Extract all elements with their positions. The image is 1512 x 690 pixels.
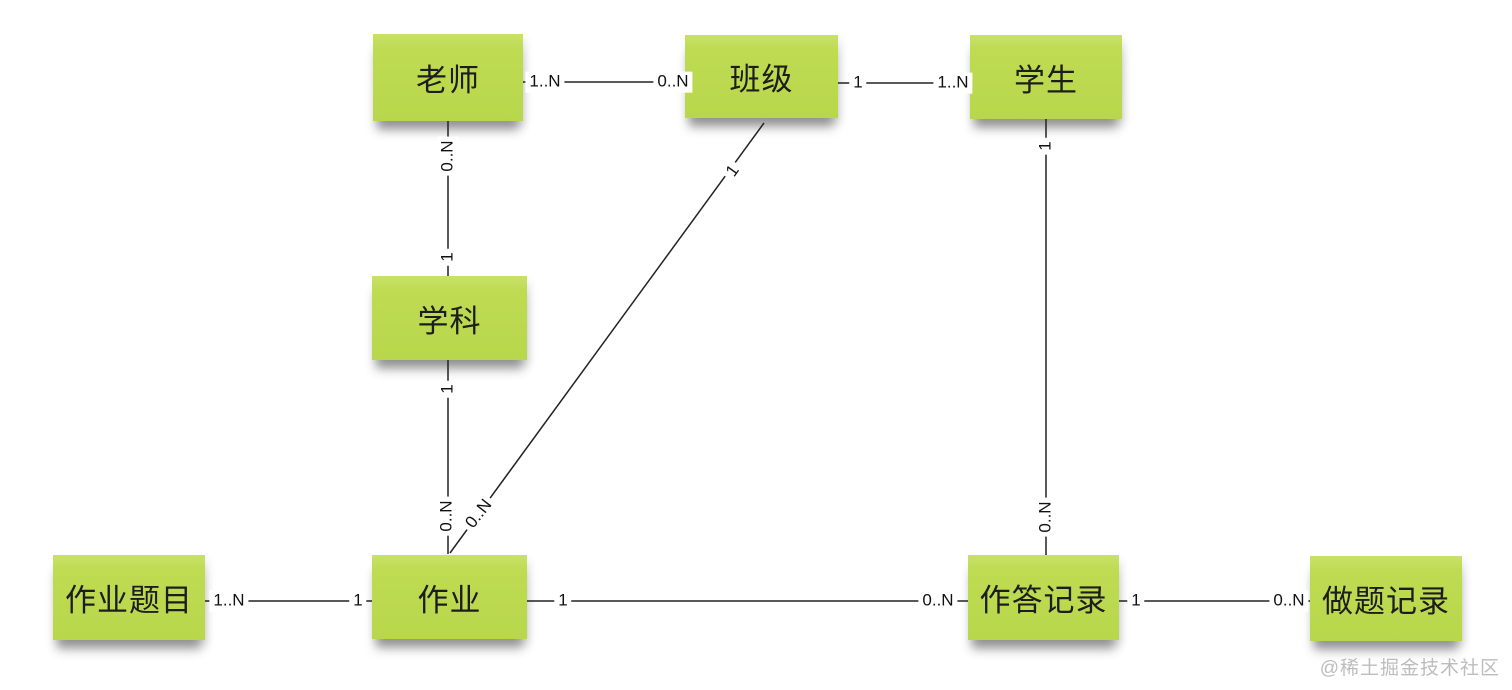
- entity-note-student[interactable]: 学生: [970, 35, 1122, 119]
- entity-note-class[interactable]: 班级: [685, 35, 838, 118]
- relation-line-class-homework: [449, 122, 765, 554]
- cardinality-student-answer-near-student: 1: [1035, 137, 1057, 155]
- entity-label-student: 学生: [1014, 62, 1078, 98]
- entity-label-homework: 作业: [417, 582, 482, 618]
- entity-note-homework[interactable]: 作业: [372, 555, 527, 639]
- entity-label-class: 班级: [729, 62, 794, 97]
- cardinality-answer-question-near-answer: 1: [1127, 590, 1145, 612]
- entity-label-answer-record: 作答记录: [979, 583, 1108, 618]
- entity-label-teacher: 老师: [416, 63, 480, 98]
- entity-note-homework-questions[interactable]: 作业题目: [53, 555, 205, 640]
- juejin-watermark: @稀土掘金技术社区: [1319, 658, 1500, 679]
- entity-note-teacher[interactable]: 老师: [373, 34, 523, 121]
- cardinality-teacher-subject-near-teacher: 0..N: [437, 136, 459, 176]
- cardinality-class-student-near-student: 1..N: [933, 72, 973, 94]
- cardinality-subject-homework-near-homework: 0..N: [436, 496, 458, 536]
- entity-note-subject[interactable]: 学科: [372, 276, 527, 360]
- entity-note-question-record[interactable]: 做题记录: [1310, 556, 1462, 641]
- cardinality-homework-answer-near-homework: 1: [554, 590, 572, 612]
- cardinality-teacher-subject-near-subject: 1: [437, 248, 459, 266]
- entity-label-question-record: 做题记录: [1322, 584, 1450, 619]
- cardinality-homework-answer-near-answer: 0..N: [918, 590, 958, 612]
- cardinality-student-answer-near-answer: 0..N: [1035, 497, 1057, 537]
- cardinality-teacher-class-near-class: 0..N: [653, 71, 693, 93]
- cardinality-questions-homework-near-homework: 1: [349, 590, 367, 612]
- cardinality-subject-homework-near-subject: 1: [437, 380, 459, 398]
- cardinality-teacher-class-near-teacher: 1..N: [525, 71, 565, 93]
- entity-label-homework-questions: 作业题目: [65, 583, 193, 618]
- cardinality-questions-homework-near-questions: 1..N: [209, 590, 249, 612]
- cardinality-class-student-near-class: 1: [849, 72, 867, 94]
- cardinality-answer-question-near-question: 0..N: [1269, 590, 1309, 612]
- entity-label-subject: 学科: [417, 303, 482, 339]
- entity-note-answer-record[interactable]: 作答记录: [968, 555, 1119, 640]
